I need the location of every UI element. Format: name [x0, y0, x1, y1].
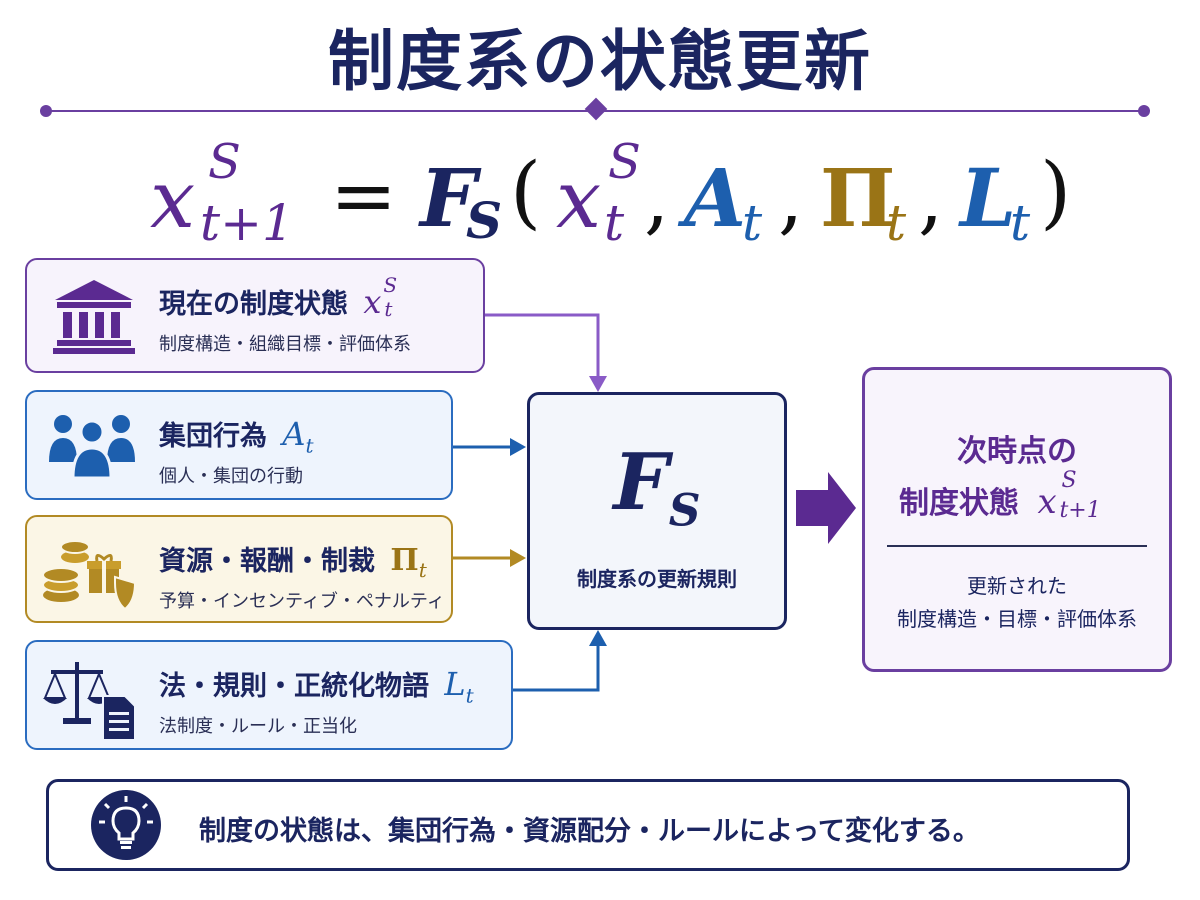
page-title: 制度系の状態更新	[328, 23, 872, 100]
eq-arg2-var: A	[684, 151, 747, 245]
eq-arg4-sub: t	[1010, 194, 1031, 252]
eq-open-paren: (	[510, 145, 542, 238]
update-rule-label: 制度系の更新規則	[577, 567, 737, 591]
input-symbol: Πt	[390, 543, 426, 582]
eq-lhs-var: x	[150, 153, 196, 246]
title-rule-right	[604, 110, 1144, 112]
arrowhead-state	[589, 376, 607, 392]
eq-arg1-sup: S	[608, 134, 641, 190]
eq-comma-2: ,	[778, 151, 804, 244]
eq-func-sub: S	[466, 191, 503, 250]
eq-comma-3: ,	[918, 151, 944, 244]
input-title: 資源・報酬・制裁	[159, 546, 375, 577]
input-label: 資源・報酬・制裁 Πt	[159, 539, 427, 582]
scales-document-icon	[43, 662, 136, 741]
eq-lhs-sup: S	[208, 134, 241, 190]
input-label: 集団行為 At	[159, 414, 314, 457]
input-description: 個人・集団の行動	[159, 466, 303, 487]
arrow-state-to-center	[484, 313, 600, 378]
arrow-center-to-output	[796, 472, 856, 544]
eq-arg2-sub: t	[742, 194, 763, 252]
input-title: 現在の制度状態	[159, 289, 348, 320]
update-rule-var: F	[613, 437, 669, 528]
institution-icon	[53, 280, 135, 354]
eq-comma-1: ,	[644, 151, 670, 244]
title-rule-left	[48, 110, 588, 112]
symbol-var: L	[444, 665, 466, 703]
lightbulb-icon-badge	[91, 790, 161, 860]
output-description-line2: 制度構造・目標・評価体系	[897, 607, 1137, 631]
people-group-icon	[49, 415, 135, 480]
input-title: 法・規則・正統化物語	[159, 671, 429, 702]
arrowhead-resource	[510, 549, 526, 567]
input-symbol: At	[282, 415, 313, 457]
eq-arg3-sub: t	[886, 194, 907, 252]
arrowhead-law	[589, 630, 607, 646]
title-rule-left-dot	[40, 105, 52, 117]
eq-func: F	[420, 151, 477, 245]
update-rule-box: FS 制度系の更新規則	[527, 392, 787, 630]
symbol-var: x	[363, 283, 382, 321]
title-rule-right-dot	[1138, 105, 1150, 117]
symbol-sub: t	[418, 558, 427, 582]
input-resources: 資源・報酬・制裁 Πt 予算・インセンティブ・ペナルティ	[25, 515, 453, 623]
input-description: 法制度・ルール・正当化	[159, 716, 357, 737]
input-law-rules: 法・規則・正統化物語 Lt 法制度・ルール・正当化	[25, 640, 513, 750]
output-title-line1: 次時点の	[957, 434, 1077, 469]
eq-arg1-var: x	[556, 153, 602, 246]
symbol-sub: t	[305, 433, 314, 458]
update-rule-symbol: FS	[530, 437, 784, 537]
input-label: 法・規則・正統化物語 Lt	[159, 664, 474, 707]
summary-banner: 制度の状態は、集団行為・資源配分・ルールによって変化する。	[46, 779, 1130, 871]
eq-lhs-sub: t+1	[200, 194, 294, 252]
coins-gift-shield-icon	[42, 540, 137, 611]
symbol-sup: S	[383, 273, 398, 297]
eq-arg1-sub: t	[604, 194, 625, 252]
arrowhead-action	[510, 438, 526, 456]
update-rule-sub: S	[668, 485, 701, 537]
update-equation: x S t+1 = F S ( x S t , A t , Π t , L t …	[0, 134, 1200, 252]
symbol-sub: t+1	[1059, 498, 1101, 523]
input-collective-action: 集団行為 At 個人・集団の行動	[25, 390, 453, 500]
summary-text: 制度の状態は、集団行為・資源配分・ルールによって変化する。	[199, 816, 980, 847]
arrow-law-to-center	[513, 644, 600, 692]
symbol-sup: S	[1061, 468, 1077, 493]
symbol-sub: t	[384, 297, 393, 321]
output-divider	[887, 545, 1147, 547]
input-symbol: Lt	[444, 665, 473, 707]
input-title: 集団行為	[159, 421, 267, 452]
eq-arg3-var: Π	[820, 151, 896, 245]
symbol-var: Π	[390, 543, 419, 578]
symbol-var: A	[282, 415, 306, 453]
output-title-text: 制度状態	[899, 486, 1019, 521]
output-description-line1: 更新された	[967, 574, 1067, 598]
symbol-var: x	[1037, 482, 1057, 522]
eq-equals: =	[330, 149, 398, 242]
input-description: 予算・インセンティブ・ペナルティ	[159, 591, 445, 612]
input-description: 制度構造・組織目標・評価体系	[159, 334, 411, 355]
eq-arg4-var: L	[960, 151, 1017, 245]
symbol-sub: t	[465, 683, 474, 708]
eq-close-paren: )	[1040, 145, 1072, 238]
lightbulb-icon	[99, 796, 153, 849]
